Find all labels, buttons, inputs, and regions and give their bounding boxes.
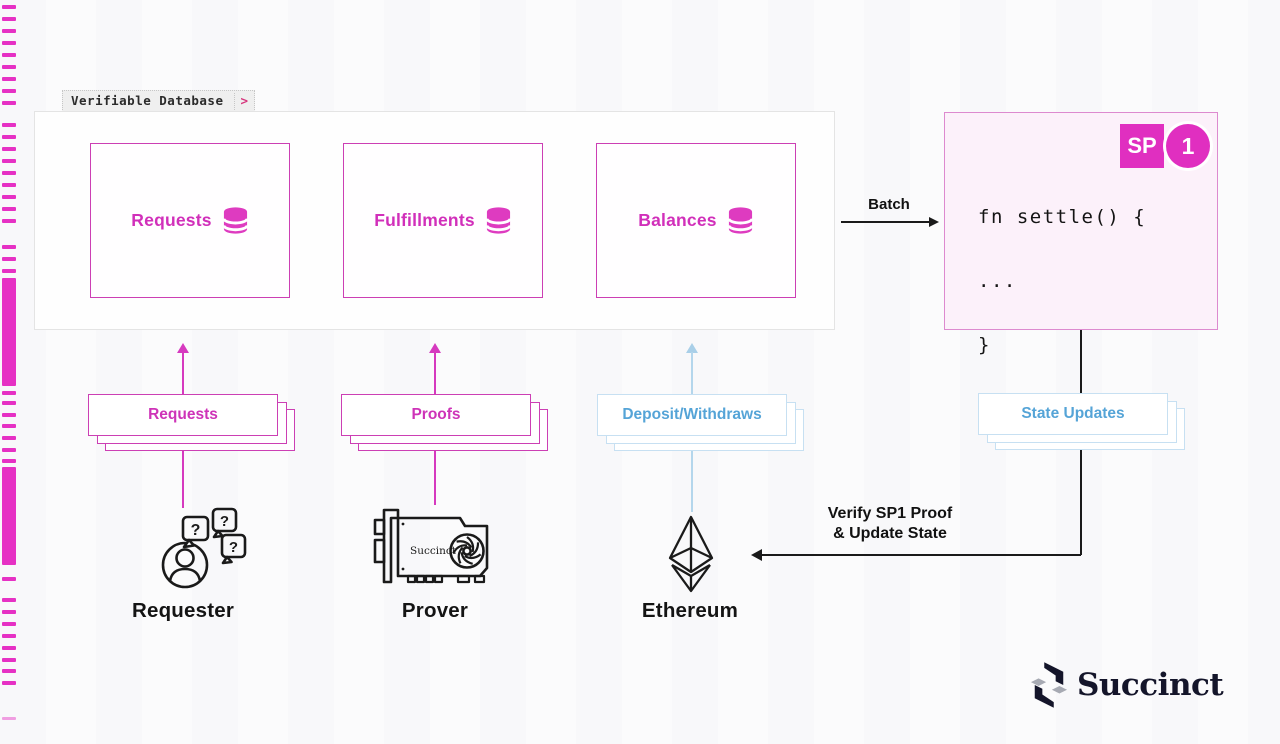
strip-segment (2, 448, 16, 452)
strip-segment (2, 257, 16, 261)
batch-arrow-label: Batch (868, 196, 910, 213)
code-line: fn settle() { (978, 206, 1147, 228)
requests-up-arrowhead-icon (177, 343, 189, 353)
strip-segment (2, 658, 16, 662)
prover-label: Prover (401, 599, 469, 622)
strip-segment (2, 195, 16, 199)
strip-segment (2, 135, 16, 139)
balances-table-label: Balances (638, 210, 717, 230)
fulfillments-table-label: Fulfillments (374, 210, 475, 230)
strip-segment (2, 53, 16, 57)
strip-segment (2, 89, 16, 93)
requester-icon: ? ? ? (161, 507, 247, 589)
requests-card-label: Requests (88, 394, 278, 436)
verify-proof-label-line1: Verify SP1 Proof (827, 505, 953, 522)
verifiable-database-tab-label: Verifiable Database (71, 93, 224, 108)
strip-segment (2, 219, 16, 223)
succinct-wordmark: Succinct (1077, 667, 1224, 703)
sp1-program-box: SP 1 fn settle() { ... } (944, 112, 1218, 356)
strip-segment (2, 413, 16, 417)
strip-segment (2, 65, 16, 69)
verifiable-database-tab: Verifiable Database > (62, 90, 256, 112)
verify-proof-arrow-line (762, 554, 1081, 556)
strip-segment (2, 29, 16, 33)
verify-proof-label-line2: & Update State (833, 525, 947, 542)
strip-segment (2, 159, 16, 163)
strip-segment (2, 183, 16, 187)
state-updates-card-label: State Updates (978, 393, 1168, 435)
chevron-right-icon: > (233, 93, 255, 110)
strip-segment (2, 5, 16, 9)
balances-table-box: Balances (596, 143, 796, 298)
ethereum-icon (668, 515, 714, 593)
strip-segment (2, 467, 16, 565)
strip-segment (2, 577, 16, 581)
strip-segment (2, 646, 16, 650)
gpu-brand-text: Succinct (410, 545, 457, 557)
strip-segment (2, 278, 16, 386)
strip-segment (2, 171, 16, 175)
ethereum-label: Ethereum (641, 599, 739, 622)
svg-text:?: ? (220, 513, 229, 530)
database-icon (485, 207, 512, 234)
succinct-logo: Succinct (1030, 662, 1224, 708)
succinct-logomark-icon (1030, 662, 1068, 708)
strip-segment (2, 17, 16, 21)
proofs-up-arrowhead-icon (429, 343, 441, 353)
strip-segment (2, 436, 16, 440)
sp1-logo-one-badge: 1 (1166, 124, 1210, 168)
requester-label: Requester (131, 599, 235, 622)
database-icon (727, 207, 754, 234)
batch-arrow-line (841, 221, 931, 223)
strip-segment (2, 147, 16, 151)
strip-segment (2, 610, 16, 614)
svg-text:?: ? (191, 522, 201, 539)
settle-code-block: fn settle() { ... } (978, 201, 1146, 361)
batch-arrowhead-icon (929, 217, 939, 227)
strip-segment (2, 622, 16, 626)
strip-segment (2, 77, 16, 81)
strip-segment (2, 424, 16, 428)
requests-card-stack: Requests (88, 394, 295, 451)
strip-segment (2, 717, 16, 720)
strip-segment (2, 669, 16, 673)
left-accent-strip (2, 0, 16, 744)
code-line: } (978, 334, 991, 356)
fulfillments-table-box: Fulfillments (343, 143, 543, 298)
state-updates-card-stack: State Updates (978, 393, 1185, 450)
strip-segment (2, 634, 16, 638)
deposit-withdraws-card-label: Deposit/Withdraws (597, 394, 787, 436)
svg-text:?: ? (229, 539, 238, 556)
strip-segment (2, 681, 16, 685)
strip-segment (2, 207, 16, 211)
requests-table-box: Requests (90, 143, 290, 298)
verify-proof-label: Verify SP1 Proof & Update State (770, 504, 1010, 544)
sp1-logo-sp-badge: SP (1120, 124, 1164, 168)
strip-segment (2, 269, 16, 273)
strip-segment (2, 101, 16, 105)
strip-segment (2, 41, 16, 45)
deposit-withdraws-card-stack: Deposit/Withdraws (597, 394, 804, 451)
strip-segment (2, 391, 16, 395)
proofs-card-label: Proofs (341, 394, 531, 436)
strip-segment (2, 123, 16, 127)
strip-segment (2, 598, 16, 602)
proofs-card-stack: Proofs (341, 394, 548, 451)
deposit-up-arrowhead-icon (686, 343, 698, 353)
code-line: ... (978, 270, 1017, 292)
prover-gpu-icon: Succinct (373, 508, 489, 584)
strip-segment (2, 401, 16, 405)
database-icon (222, 207, 249, 234)
strip-segment (2, 459, 16, 463)
verify-proof-arrowhead-icon (751, 549, 762, 561)
verifiable-database-panel: Requests Fulfillments Balances (34, 111, 835, 330)
requests-table-label: Requests (131, 210, 212, 230)
strip-segment (2, 245, 16, 249)
